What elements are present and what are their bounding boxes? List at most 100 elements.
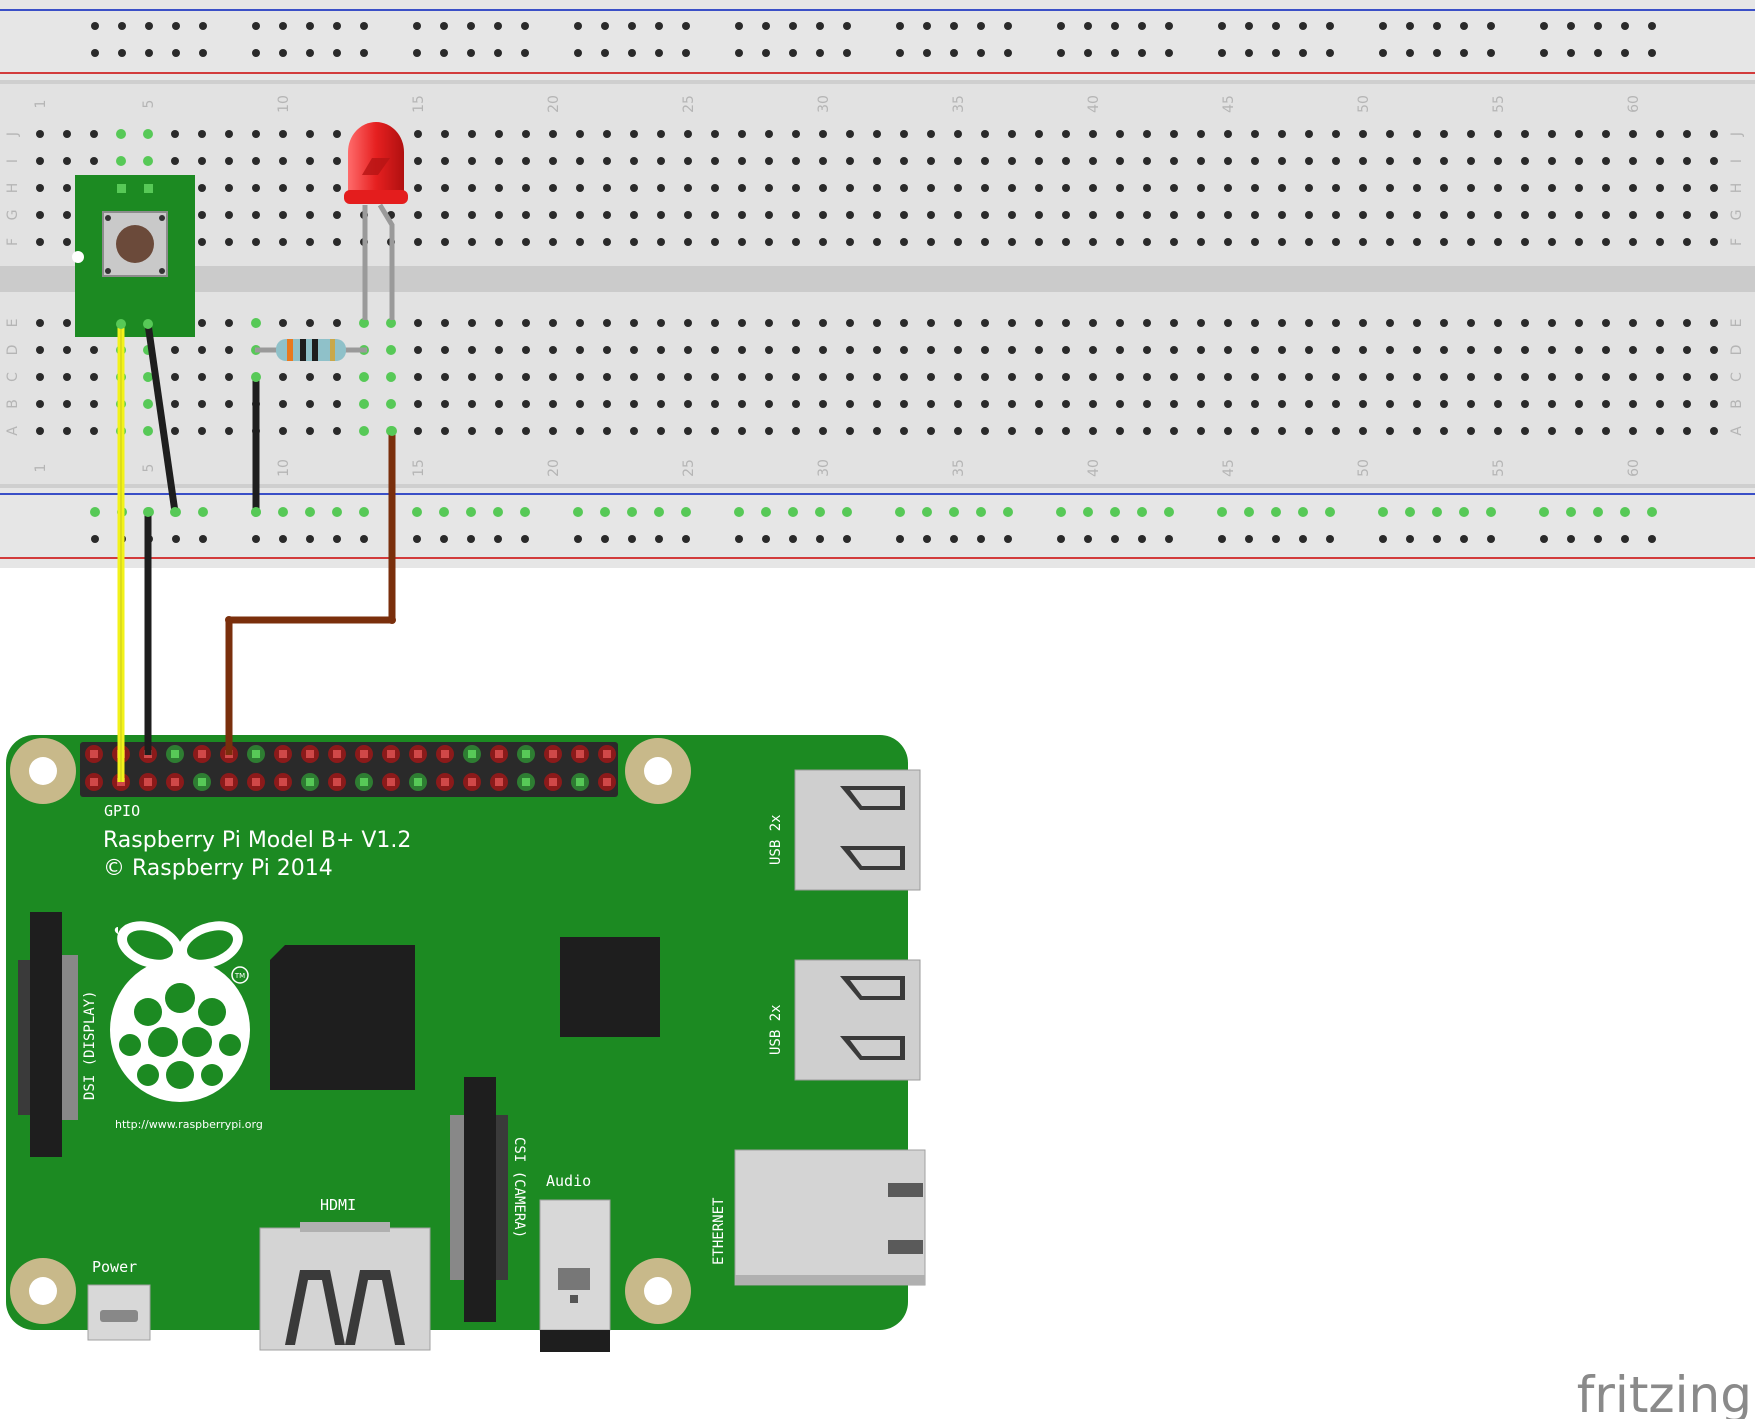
breadboard-hole [1602,319,1610,327]
power-rail-hole [976,507,986,517]
breadboard-hole [1602,184,1610,192]
breadboard-hole [630,373,638,381]
breadboard-hole [981,130,989,138]
power-rail-hole [199,22,207,30]
breadboard-hole [1332,157,1340,165]
pi-model-name: Raspberry Pi Model B+ V1.2 [103,828,411,853]
power-rail-hole [681,507,691,517]
power-rail-hole [279,22,287,30]
breadboard-hole [1116,238,1124,246]
power-rail-hole [601,22,609,30]
breadboard-hole [1467,373,1475,381]
breadboard-hole [927,130,935,138]
power-rail-hole [1298,507,1308,517]
breadboard-hole [765,211,773,219]
power-rail-hole [1594,535,1602,543]
breadboard-hole [1521,346,1529,354]
breadboard-hole [819,130,827,138]
column-number-label: 1 [33,464,49,473]
breadboard-hole [846,211,854,219]
breadboard-hole [1197,346,1205,354]
power-rail-hole [172,22,180,30]
power-rail-hole [279,535,287,543]
gpio-pin-pad [144,778,152,786]
column-number-label: 10 [276,95,292,113]
breadboard-hole [333,211,341,219]
breadboard-hole [603,130,611,138]
raspberry-pi-board: GPIO Raspberry Pi Model B+ V1.2 © Raspbe… [6,735,926,1352]
breadboard-hole [225,238,233,246]
breadboard-hole [981,373,989,381]
breadboard-hole [1494,211,1502,219]
breadboard-hole [1467,238,1475,246]
breadboard-hole [1278,346,1286,354]
breadboard-hole [359,318,369,328]
breadboard-hole [1710,157,1718,165]
breadboard-hole [1143,427,1151,435]
breadboard-hole [711,238,719,246]
breadboard-hole [90,427,98,435]
breadboard-hole [279,373,287,381]
power-rail-hole [628,535,636,543]
breadboard-hole [873,427,881,435]
breadboard-hole [1548,184,1556,192]
gpio-pin-pad [333,778,341,786]
breadboard-hole [1305,130,1313,138]
breadboard-hole [738,373,746,381]
breadboard-hole [1251,346,1259,354]
breadboard-hole [765,319,773,327]
power-rail-hole [1567,535,1575,543]
breadboard-hole [1089,319,1097,327]
breadboard-hole [900,157,908,165]
breadboard-hole [252,184,260,192]
power-rail-hole [895,507,905,517]
power-rail-hole [950,49,958,57]
power-rail-hole [521,22,529,30]
breadboard-hole [225,346,233,354]
breadboard-hole [792,427,800,435]
breadboard-hole [1278,238,1286,246]
breadboard-hole [495,319,503,327]
breadboard-hole [927,184,935,192]
breadboard-hole [306,130,314,138]
power-rail-hole [1433,535,1441,543]
breadboard-hole [630,400,638,408]
power-rail-hole [1540,22,1548,30]
breadboard-hole [1710,238,1718,246]
breadboard-hole [1521,238,1529,246]
breadboard-hole [1116,427,1124,435]
breadboard-hole [1359,238,1367,246]
breadboard-hole [1359,427,1367,435]
breadboard-hole [1062,373,1070,381]
breadboard-hole [873,184,881,192]
breadboard-hole [495,346,503,354]
breadboard-hole [954,427,962,435]
breadboard-hole [1197,157,1205,165]
breadboard-hole [1386,373,1394,381]
csi-connector [450,1077,508,1322]
breadboard-hole [1575,346,1583,354]
breadboard-hole [414,373,422,381]
gpio-pin-pad [360,750,368,758]
breadboard-hole [900,184,908,192]
gpio-pin-pad [522,778,530,786]
breadboard-hole [306,427,314,435]
breadboard-hole [1575,184,1583,192]
breadboard-hole [1683,319,1691,327]
power-rail-hole [950,22,958,30]
breadboard-hole [1251,373,1259,381]
breadboard-hole [1656,184,1664,192]
breadboard-hole [765,427,773,435]
breadboard-hole [900,427,908,435]
breadboard-hole [1629,157,1637,165]
breadboard-hole [765,238,773,246]
breadboard-hole [1008,427,1016,435]
brown-wire [225,431,396,755]
breadboard-hole [1440,346,1448,354]
breadboard-hole [279,184,287,192]
breadboard-hole [900,400,908,408]
breadboard-hole [63,427,71,435]
gpio-pin-pad [279,750,287,758]
breadboard-hole [603,157,611,165]
breadboard-hole [684,400,692,408]
